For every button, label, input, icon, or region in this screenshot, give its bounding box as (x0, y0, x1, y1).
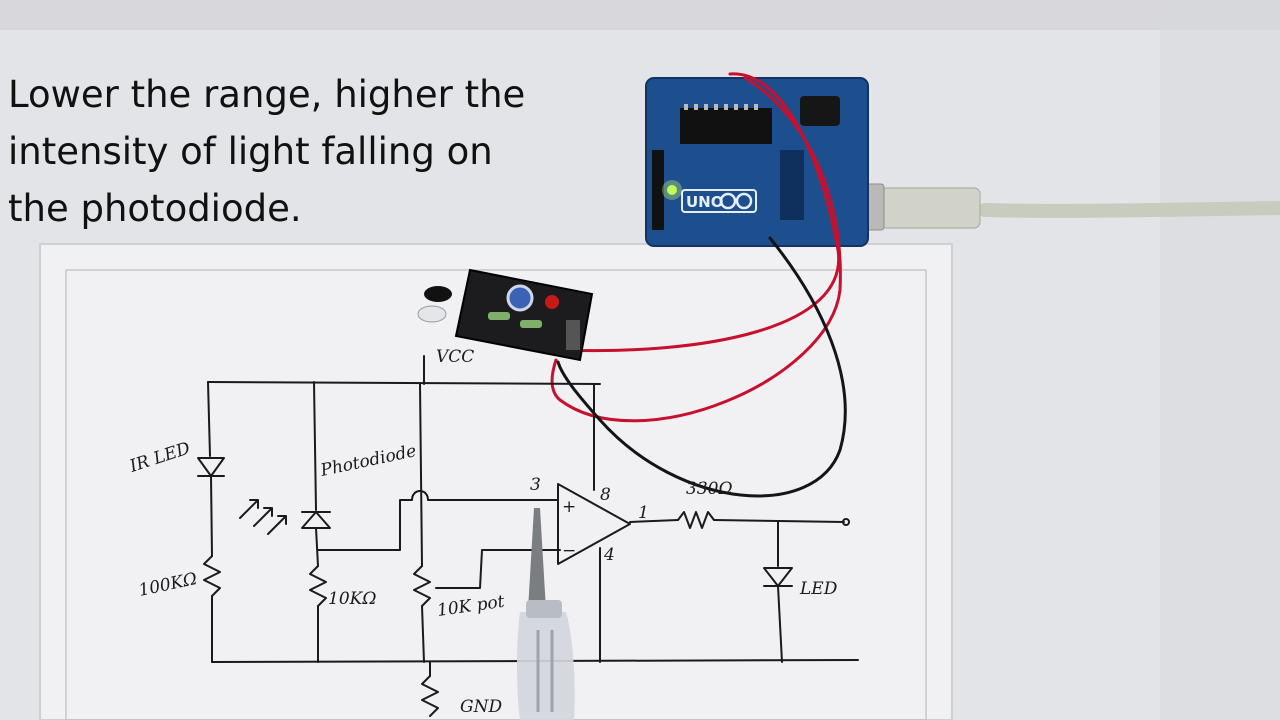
screwdriver (517, 508, 575, 720)
label-pin4: 4 (603, 545, 615, 565)
top-shadow (0, 0, 1280, 30)
label-pin8: 8 (600, 485, 611, 505)
atmega-chip (680, 108, 772, 144)
label-gnd: GND (460, 697, 502, 717)
paper-border (65, 269, 927, 720)
schematic (197, 355, 859, 717)
caption-line-3: the photodiode. (8, 187, 302, 230)
caption-overlay: Lower the range, higher the intensity of… (8, 66, 608, 237)
label-330: 330Ω (686, 479, 733, 499)
label-vcc: VCC (436, 347, 474, 367)
label-plus: + (562, 497, 576, 517)
red-wire-2 (550, 76, 842, 423)
right-shadow (1160, 0, 1280, 720)
label-led: LED (799, 579, 838, 599)
label-10k: 10KΩ (328, 589, 376, 609)
caption-line-1: Lower the range, higher the (8, 73, 526, 116)
arduino-infinity-icon (719, 192, 737, 210)
black-wire (556, 236, 847, 498)
label-pin3: 3 (530, 475, 541, 495)
arduino-board: UNO (645, 77, 869, 247)
photodiode-component (417, 305, 447, 323)
ir-sensor-module (417, 268, 594, 362)
label-minus: − (562, 541, 576, 561)
wires (550, 72, 847, 498)
status-led (545, 295, 559, 309)
arduino-logo-text: UNO (686, 193, 724, 211)
trim-pot (506, 284, 534, 312)
caption-line-2: intensity of light falling on (8, 130, 493, 173)
ir-led-component (424, 286, 452, 302)
red-wire-1 (558, 72, 841, 353)
header-pins (652, 150, 664, 230)
label-pin1: 1 (638, 503, 649, 523)
power-led (667, 185, 677, 195)
